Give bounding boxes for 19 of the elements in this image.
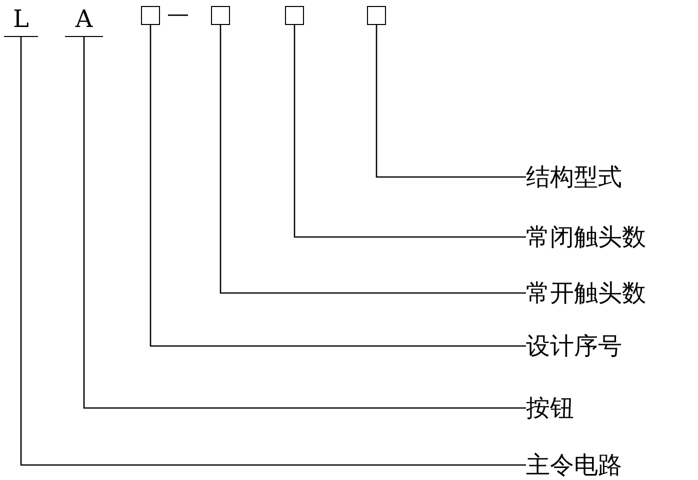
leader-line — [376, 25, 526, 178]
field-description: 结构型式 — [526, 162, 686, 192]
leader-line — [20, 37, 526, 466]
blank-box — [367, 6, 386, 25]
blank-box — [211, 6, 230, 25]
field-description: 主令电路 — [526, 450, 686, 480]
leader-line — [220, 25, 526, 294]
blank-box — [141, 6, 160, 25]
leader-line — [150, 25, 526, 347]
dash-separator: — — [167, 1, 189, 29]
leader-line — [294, 25, 526, 238]
blank-box — [285, 6, 304, 25]
field-description: 常开触头数 — [526, 278, 696, 308]
code-letter: L — [4, 4, 38, 37]
field-description: 常闭触头数 — [526, 222, 696, 252]
field-description: 设计序号 — [526, 331, 686, 361]
leader-line — [83, 37, 526, 409]
field-description: 按钮 — [526, 393, 686, 423]
code-letter: A — [65, 4, 103, 37]
